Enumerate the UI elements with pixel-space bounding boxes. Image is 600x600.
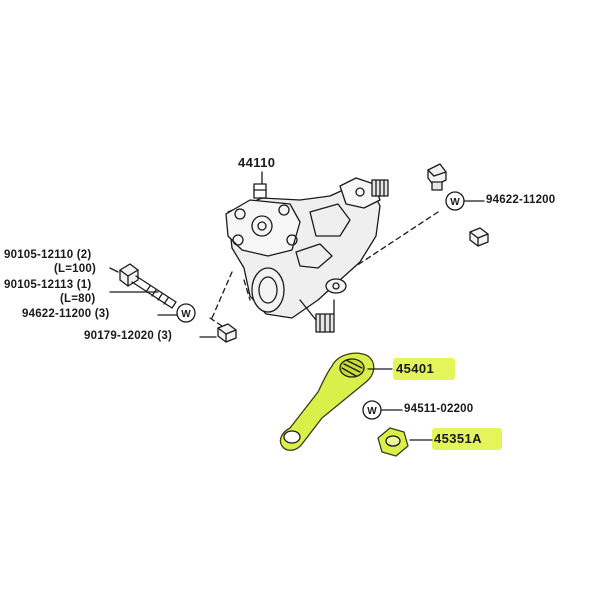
left-washer	[176, 303, 196, 323]
washer-symbol-right: W	[450, 197, 460, 208]
label-bolt-a: 90105-12110 (2)	[4, 249, 92, 261]
label-bolt-a-length: (L=100)	[54, 263, 96, 275]
right-nut	[469, 227, 489, 247]
highlight-45351a	[432, 428, 502, 450]
left-bolt	[119, 263, 177, 309]
label-bolt-b-length: (L=80)	[60, 293, 96, 305]
leader-bolt-a	[109, 267, 119, 273]
highlight-45401	[393, 358, 455, 380]
assembly-lines	[209, 211, 439, 327]
label-nut-ring-right: 94622-11200	[486, 194, 556, 206]
label-pitman-arm: 45401	[396, 361, 435, 376]
label-washer-left: 94622-11200 (3)	[22, 308, 110, 320]
arm-nut	[377, 427, 409, 457]
right-bolt	[427, 163, 447, 191]
label-arm-nut: 45351A	[434, 431, 482, 446]
pitman-arm	[279, 352, 375, 451]
left-nut	[217, 323, 237, 343]
label-lock-washer: 94511-02200	[404, 403, 474, 415]
steering-gear-box	[225, 177, 389, 333]
washer-symbol-left: W	[181, 309, 191, 320]
label-nut-left: 90179-12020 (3)	[84, 330, 173, 342]
label-gear-box: 44110	[238, 155, 276, 170]
washer-symbol-lock: W	[367, 406, 377, 417]
label-bolt-b: 90105-12113 (1)	[4, 279, 92, 291]
